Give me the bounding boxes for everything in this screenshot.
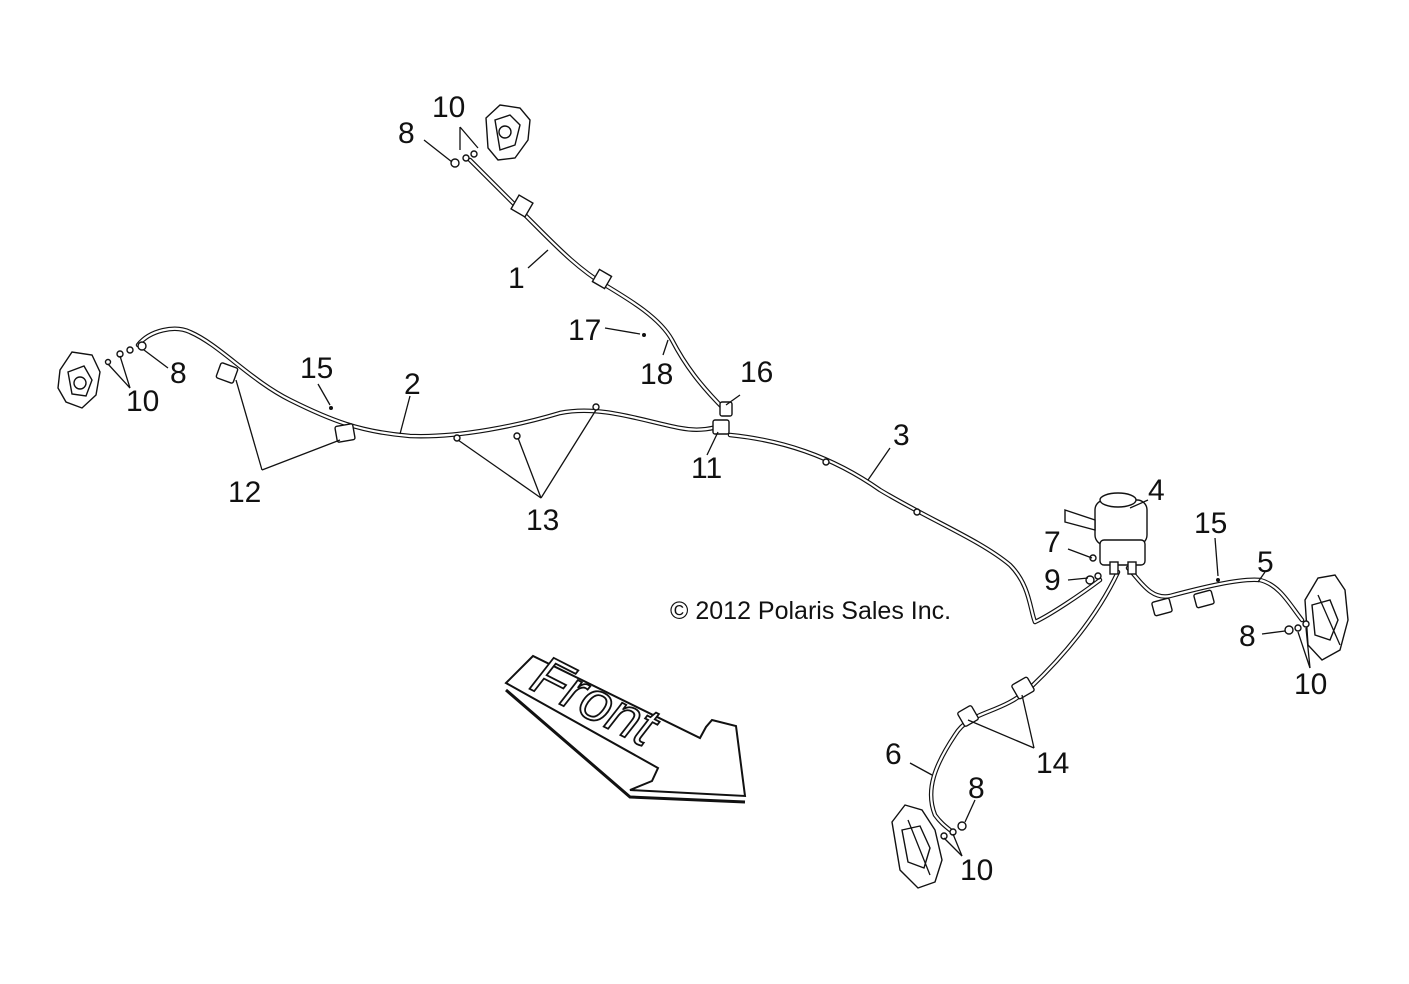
callout-8-rear-left: 8 <box>170 357 187 390</box>
brake-line-3-main <box>727 432 1103 625</box>
callout-12: 12 <box>228 476 261 509</box>
callout-4: 4 <box>1148 474 1165 507</box>
callout-2: 2 <box>404 368 421 401</box>
brake-line-2-rear-left <box>135 326 725 439</box>
callout-15-front: 15 <box>1194 507 1227 540</box>
callout-18: 18 <box>640 358 673 391</box>
callout-9: 9 <box>1044 564 1061 597</box>
callout-8-front-left: 8 <box>968 772 985 805</box>
callout-7: 7 <box>1044 526 1061 559</box>
callout-5: 5 <box>1257 546 1274 579</box>
front-left-caliper <box>891 804 943 889</box>
rear-right-caliper <box>485 104 531 161</box>
master-cylinder <box>1064 492 1148 575</box>
rear-left-caliper <box>57 351 101 409</box>
callout-8-front-right: 8 <box>1239 620 1256 653</box>
callout-13: 13 <box>526 504 559 537</box>
copyright-notice: © 2012 Polaris Sales Inc. <box>670 597 951 625</box>
callout-16: 16 <box>740 356 773 389</box>
callout-10-front-right: 10 <box>1294 668 1327 701</box>
brake-line-5-front-right <box>1125 565 1305 623</box>
callout-10-rear-right: 10 <box>432 91 465 124</box>
callout-3: 3 <box>893 419 910 452</box>
front-right-caliper <box>1304 574 1349 661</box>
brake-line-6-front-left <box>928 569 1121 833</box>
hose-clamps <box>215 194 1215 727</box>
callout-17: 17 <box>568 314 601 347</box>
callout-6: 6 <box>885 738 902 771</box>
callout-14: 14 <box>1036 747 1069 780</box>
callout-15-rear: 15 <box>300 352 333 385</box>
callout-1: 1 <box>508 262 525 295</box>
callout-10-rear-left: 10 <box>126 385 159 418</box>
callout-numbers: 1 2 3 4 5 6 7 8 8 8 8 9 10 10 10 10 11 1… <box>126 91 1327 887</box>
callout-10-front-left: 10 <box>960 854 993 887</box>
front-direction-arrow: Front <box>504 642 747 804</box>
leader-lines <box>107 126 1311 857</box>
callout-11: 11 <box>691 452 722 485</box>
banjo-fittings <box>104 150 1310 840</box>
callout-8-rear-right: 8 <box>398 117 415 150</box>
